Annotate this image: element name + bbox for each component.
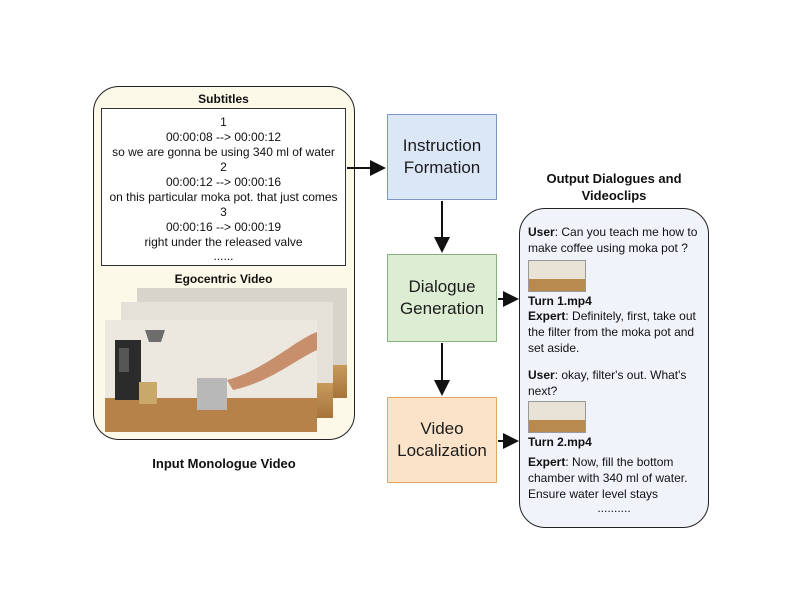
user-speaker: User xyxy=(528,368,555,382)
expert-text: : Definitely, first, take out the filter… xyxy=(528,309,696,355)
kitchen-scene xyxy=(105,320,317,432)
user-speaker: User xyxy=(528,225,555,239)
dialogue-generation-box: Dialogue Generation xyxy=(387,254,497,342)
user-turn-2: User: okay, filter's out. What's next? xyxy=(528,367,708,399)
turn-1-label: Turn 1.mp4 xyxy=(528,294,592,308)
subtitles-heading: Subtitles xyxy=(198,92,249,106)
expert-turn-2: Expert: Now, fill the bottom chamber wit… xyxy=(528,454,708,502)
subtitle-line: 00:00:16 --> 00:00:19 xyxy=(165,220,282,234)
video-localization-box: Video Localization xyxy=(387,397,497,483)
subtitle-line: so we are gonna be using 340 ml of water xyxy=(112,145,335,159)
expert-speaker: Expert xyxy=(528,455,566,469)
user-text: : okay, filter's out. What's next? xyxy=(528,368,687,398)
ellipsis: .......... xyxy=(597,501,631,515)
instruction-formation-box: Instruction Formation xyxy=(387,114,497,200)
video-heading: Egocentric Video xyxy=(174,272,273,286)
expert-speaker: Expert xyxy=(528,309,566,323)
output-title: Output Dialogues and Videoclips xyxy=(546,171,682,203)
subtitle-line: on this particular moka pot. that just c… xyxy=(109,190,338,204)
expert-text: : Now, fill the bottom chamber with 340 … xyxy=(528,455,688,501)
video-frame xyxy=(105,320,317,432)
subtitle-line: 3 xyxy=(220,205,227,219)
user-text: : Can you teach me how to make coffee us… xyxy=(528,225,698,255)
subtitle-line: 1 xyxy=(220,115,227,129)
expert-turn-1: Expert: Definitely, first, take out the … xyxy=(528,308,708,356)
subtitle-line: 00:00:12 --> 00:00:16 xyxy=(165,175,282,189)
subtitles-box: 1 00:00:08 --> 00:00:12 so we are gonna … xyxy=(101,108,346,266)
input-caption: Input Monologue Video xyxy=(152,456,296,471)
video-thumbnail xyxy=(528,260,586,292)
subtitle-line: 2 xyxy=(220,160,227,174)
user-turn-1: User: Can you teach me how to make coffe… xyxy=(528,224,708,256)
subtitle-line: ...... xyxy=(213,249,234,263)
video-thumbnail xyxy=(528,401,586,433)
subtitle-line: 00:00:08 --> 00:00:12 xyxy=(165,130,282,144)
subtitle-line: right under the released valve xyxy=(144,235,303,249)
turn-2-label: Turn 2.mp4 xyxy=(528,435,592,449)
